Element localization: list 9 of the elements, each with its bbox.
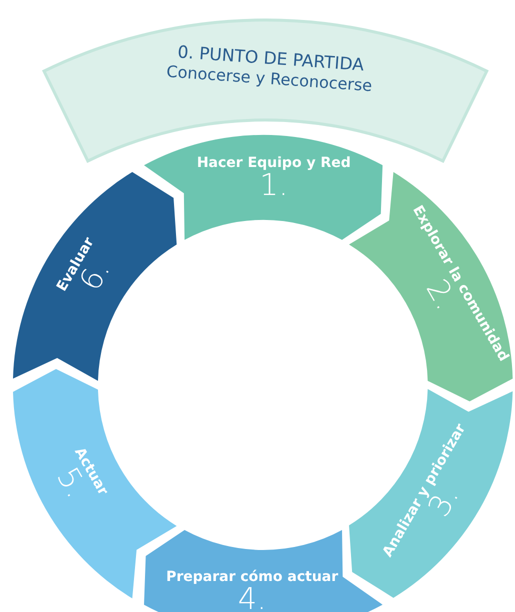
cycle-segment: [349, 172, 513, 402]
cycle-segment: [144, 135, 382, 240]
step-title: Hacer Equipo y Red: [196, 154, 351, 171]
step-number: 4.: [236, 585, 268, 612]
cycle-segment: [13, 172, 177, 381]
cycle-segment: [144, 530, 382, 612]
step-title: Preparar cómo actuar: [166, 569, 338, 586]
cycle-segment: [349, 389, 513, 598]
step-number: 1.: [259, 170, 288, 201]
